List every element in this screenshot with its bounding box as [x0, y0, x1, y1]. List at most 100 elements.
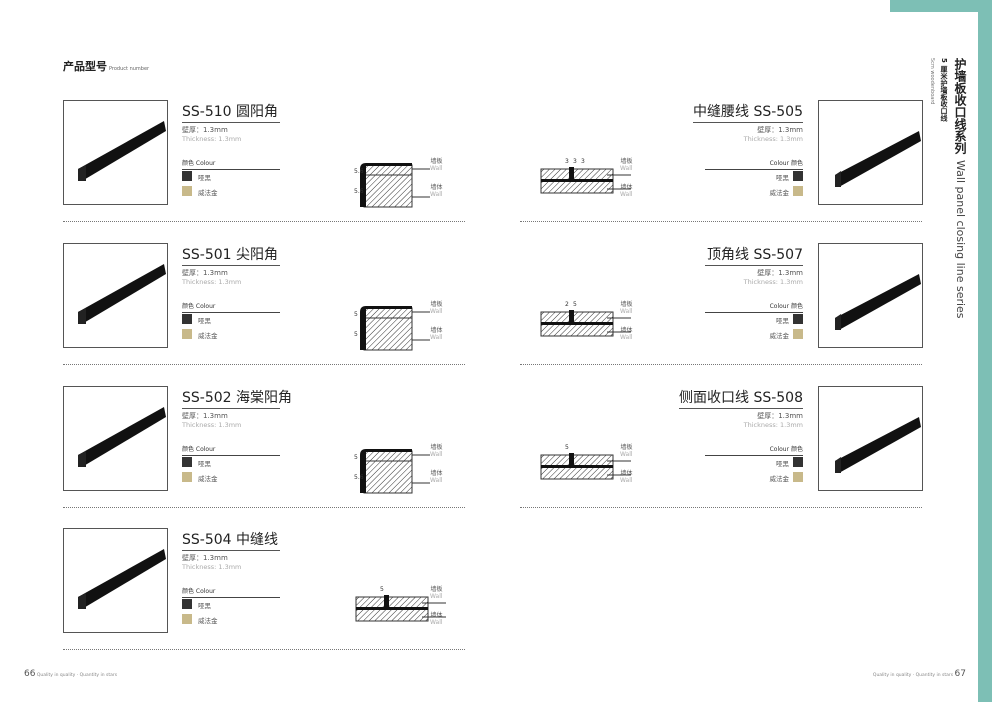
colour-label: 颜色 Colour	[182, 158, 280, 170]
colour-name: 哑黑	[198, 174, 211, 182]
colour-swatch[interactable]	[182, 314, 192, 324]
wall-label-cn: 墙体	[430, 184, 443, 191]
wall-label-en: Wall	[430, 619, 443, 626]
dimension-label: 5	[354, 454, 358, 461]
panel-label-en: Wall	[430, 451, 443, 458]
colour-swatch[interactable]	[793, 329, 803, 339]
series-title-cn: 护墙板收口线系列	[953, 58, 967, 154]
wall-label-en: Wall	[620, 334, 633, 341]
thickness-cn: 壁厚：1.3mm	[757, 126, 803, 134]
product-image[interactable]	[818, 243, 923, 348]
product-image[interactable]	[818, 386, 923, 491]
section-diagram: 5	[355, 586, 446, 622]
colour-swatch[interactable]	[793, 171, 803, 181]
profile-image	[78, 264, 166, 324]
colour-swatch[interactable]	[182, 457, 192, 467]
thickness-cn: 壁厚：1.3mm	[182, 269, 228, 277]
colour-name: 威法金	[769, 189, 790, 197]
dimension-label: 5	[380, 586, 384, 593]
separator	[520, 364, 922, 365]
colour-swatch[interactable]	[182, 186, 192, 196]
product-title: SS-501 尖阳角	[182, 244, 280, 266]
dimension-label: 3	[573, 158, 577, 165]
section-diagram: 5	[540, 444, 631, 480]
wall-label-cn: 墙体	[620, 184, 633, 191]
wall-label-cn: 墙体	[430, 470, 443, 477]
profile-image	[835, 131, 921, 187]
wall-label-cn: 墙体	[620, 470, 633, 477]
dimension-label: 5.6	[354, 474, 364, 481]
teal-band-top	[890, 0, 992, 12]
panel-label-en: Wall	[430, 165, 443, 172]
separator	[520, 507, 922, 508]
thickness-cn: 壁厚：1.3mm	[757, 269, 803, 277]
colour-name: 哑黑	[198, 460, 211, 468]
series-sub-en: 5cm woodenboard	[929, 58, 935, 105]
panel-label-en: Wall	[620, 451, 633, 458]
profile-image	[835, 274, 921, 330]
colour-label: 颜色 Colour	[182, 444, 280, 456]
section-diagram: 55.6	[354, 449, 430, 494]
panel-label-cn: 墙板	[620, 158, 633, 165]
dimension-label: 3	[565, 158, 569, 165]
wall-label-en: Wall	[430, 191, 443, 198]
product-image[interactable]	[63, 386, 168, 491]
footer-right: Quality in quality · Quantity in stars 6…	[873, 669, 966, 679]
panel-label-en: Wall	[430, 308, 443, 315]
thickness-cn: 壁厚：1.3mm	[182, 412, 228, 420]
product-title: 顶角线 SS-507	[705, 244, 803, 266]
colour-swatch[interactable]	[182, 614, 192, 624]
wall-label-cn: 墙体	[620, 327, 633, 334]
colour-name: 威法金	[769, 332, 790, 340]
thickness-cn: 壁厚：1.3mm	[182, 126, 228, 134]
panel-label-cn: 墙板	[430, 586, 443, 593]
colour-label: 颜色 Colour	[182, 586, 280, 598]
colour-swatch[interactable]	[793, 457, 803, 467]
profile-image	[78, 121, 166, 181]
product-title: SS-502 海棠阳角	[182, 387, 292, 409]
dimension-label: 5	[565, 444, 569, 451]
wall-label-en: Wall	[620, 477, 633, 484]
product-title: SS-504 中缝线	[182, 529, 280, 551]
panel-label-en: Wall	[620, 308, 633, 315]
panel-label-cn: 墙板	[430, 444, 443, 451]
header-title-cn: 产品型号	[63, 60, 107, 73]
panel-label-cn: 墙板	[430, 301, 443, 308]
colour-swatch[interactable]	[182, 171, 192, 181]
colour-swatch[interactable]	[182, 329, 192, 339]
thickness-en: Thickness: 1.3mm	[182, 421, 242, 429]
series-sub-cn: 5 厘米护墙板收口线	[940, 58, 948, 122]
colour-swatch[interactable]	[793, 314, 803, 324]
colour-swatch[interactable]	[793, 186, 803, 196]
thickness-en: Thickness: 1.3mm	[743, 135, 803, 143]
product-image[interactable]	[818, 100, 923, 205]
colour-name: 威法金	[769, 475, 790, 483]
separator	[63, 507, 465, 508]
separator	[63, 221, 465, 222]
colour-name: 威法金	[198, 475, 218, 483]
panel-label-en: Wall	[430, 593, 443, 600]
colour-swatch[interactable]	[793, 472, 803, 482]
footer-slogan: Quality in quality · Quantity in stars	[36, 673, 118, 678]
dimension-label: 5	[573, 301, 577, 308]
product-image[interactable]	[63, 100, 168, 205]
dimension-label: 3	[581, 158, 585, 165]
product-image[interactable]	[63, 528, 168, 633]
colour-swatch[interactable]	[182, 599, 192, 609]
colour-name: 哑黑	[776, 174, 789, 182]
series-title-en: Wall panel closing line series	[954, 160, 967, 319]
product-image[interactable]	[63, 243, 168, 348]
separator	[520, 221, 922, 222]
colour-swatch[interactable]	[182, 472, 192, 482]
